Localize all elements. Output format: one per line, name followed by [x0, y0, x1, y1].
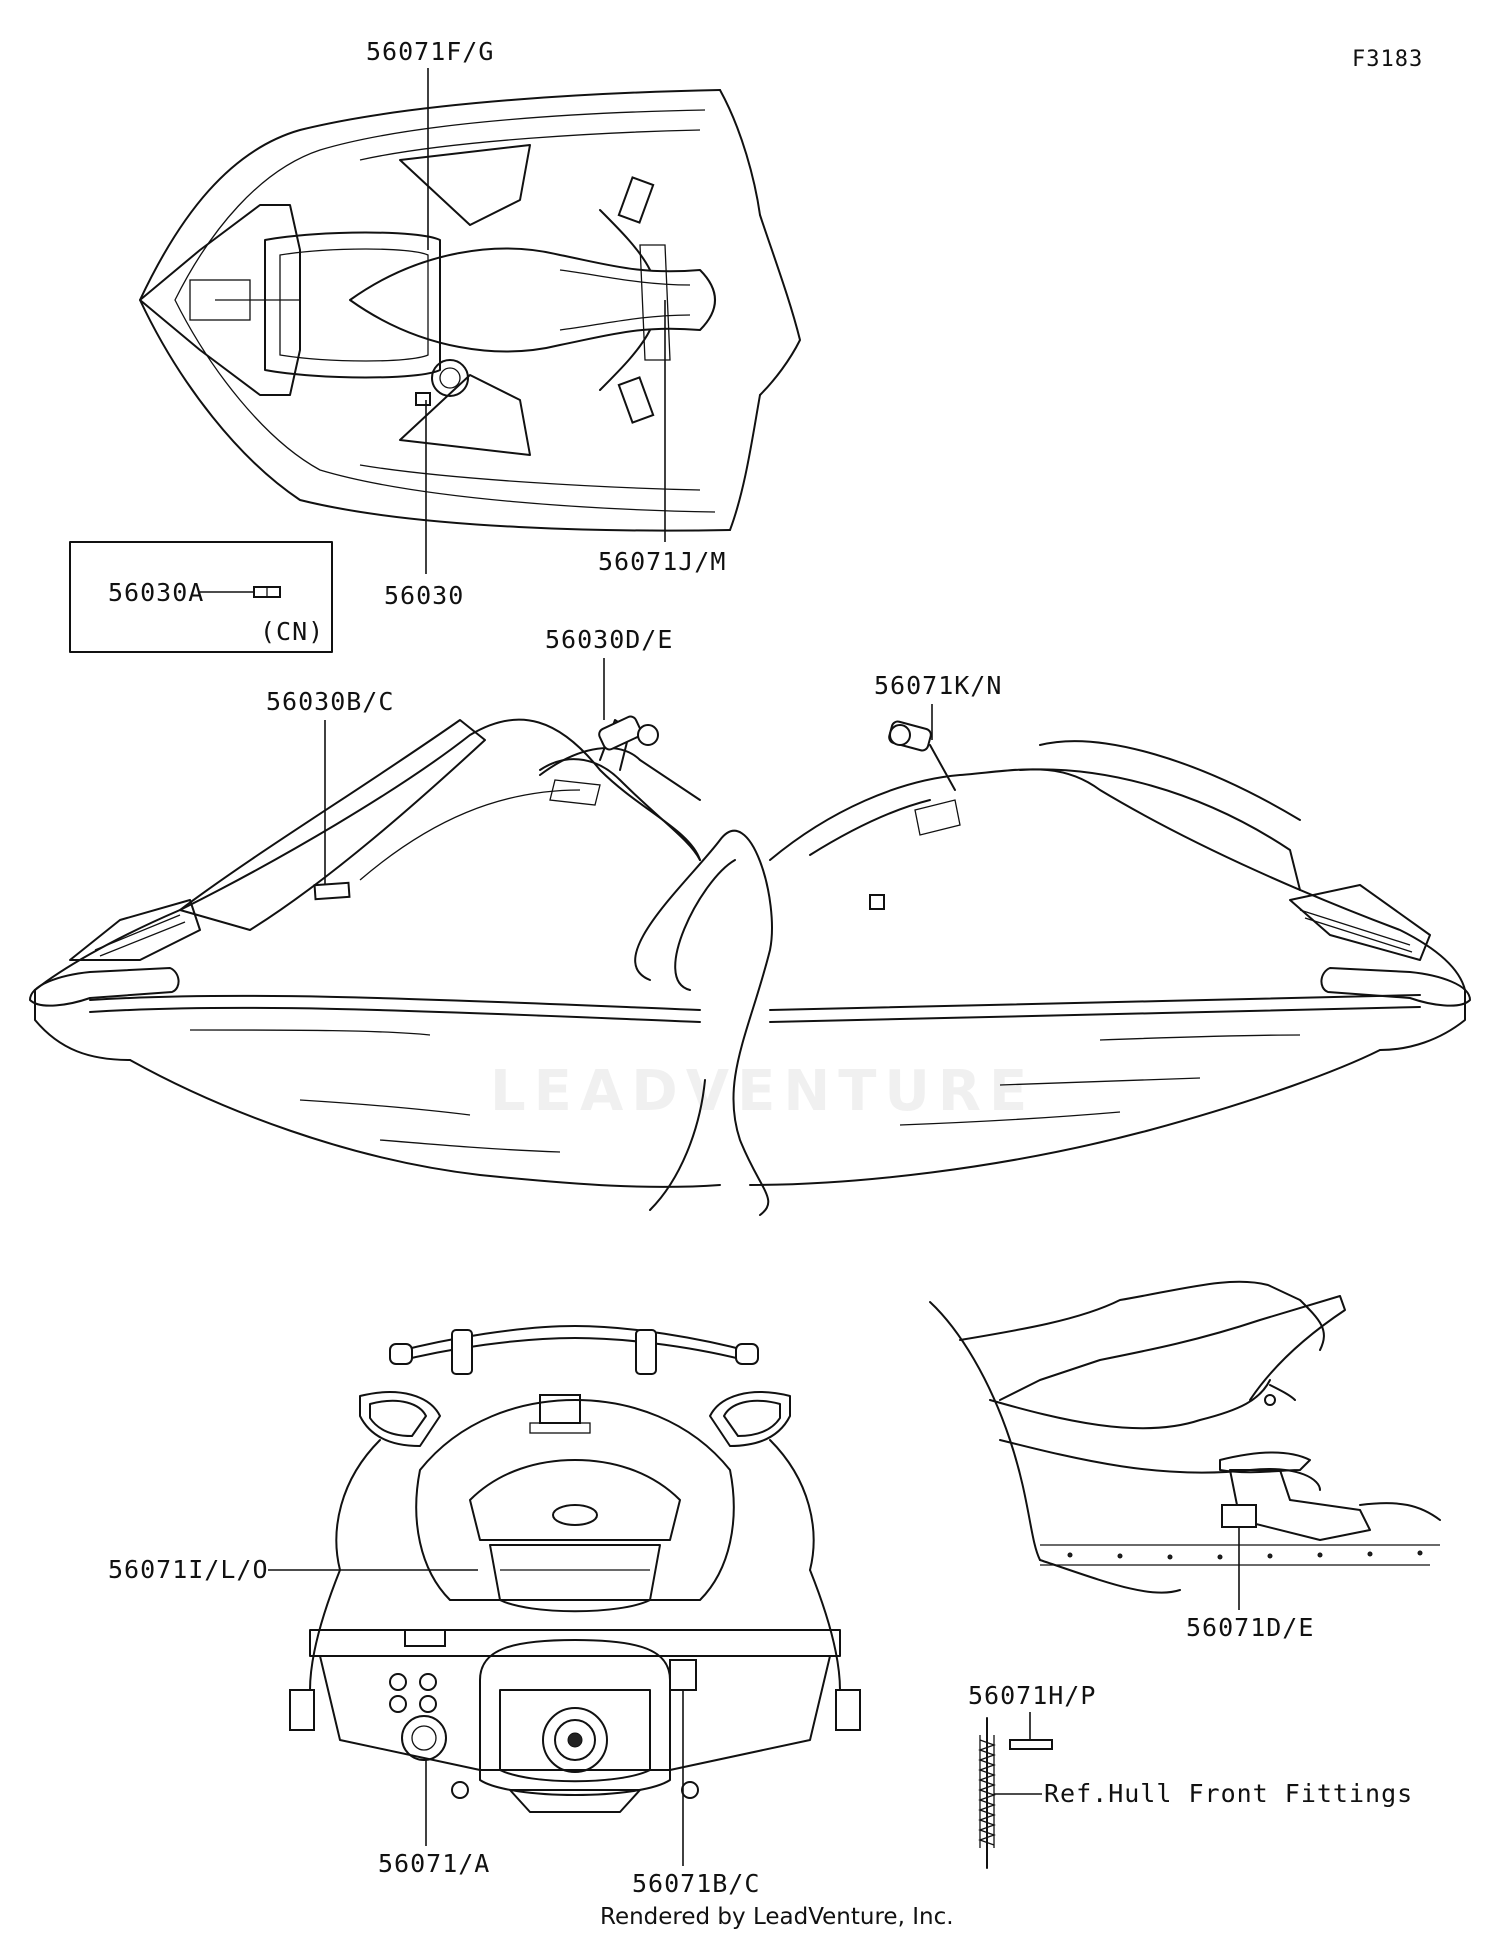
label-56071BC: 56071B/C — [632, 1869, 760, 1898]
label-ref-hull-front-fittings: Ref.Hull Front Fittings — [1044, 1779, 1413, 1808]
rivet-row — [1067, 1550, 1423, 1560]
watermark: LEADVENTURE — [490, 1059, 1035, 1124]
label-cn: (CN) — [260, 617, 324, 646]
hull-front-fitting — [978, 1717, 996, 1869]
detail-view-illustration — [929, 1280, 1441, 1594]
decal-56071HP — [1009, 1739, 1053, 1750]
rear-view-illustration — [289, 1325, 861, 1813]
side-view-illustration — [29, 715, 1471, 1216]
label-56030: 56030 — [384, 581, 464, 610]
top-view-illustration — [139, 89, 801, 532]
label-56071KN: 56071K/N — [874, 671, 1002, 700]
label-56071DE: 56071D/E — [1186, 1613, 1314, 1642]
cn-inset-box — [69, 541, 333, 653]
label-56030A: 56030A — [108, 578, 204, 607]
label-56071JM: 56071J/M — [598, 547, 726, 576]
label-56071ILO: 56071I/L/O — [108, 1555, 269, 1584]
label-56030DE: 56030D/E — [545, 625, 673, 654]
label-56071FG: 56071F/G — [366, 37, 494, 66]
label-56071A: 56071/A — [378, 1849, 490, 1878]
figure-id: F3183 — [1352, 47, 1423, 72]
label-56030BC: 56030B/C — [266, 687, 394, 716]
label-56071HP: 56071H/P — [968, 1681, 1096, 1710]
footer-credit: Rendered by LeadVenture, Inc. — [600, 1904, 954, 1930]
